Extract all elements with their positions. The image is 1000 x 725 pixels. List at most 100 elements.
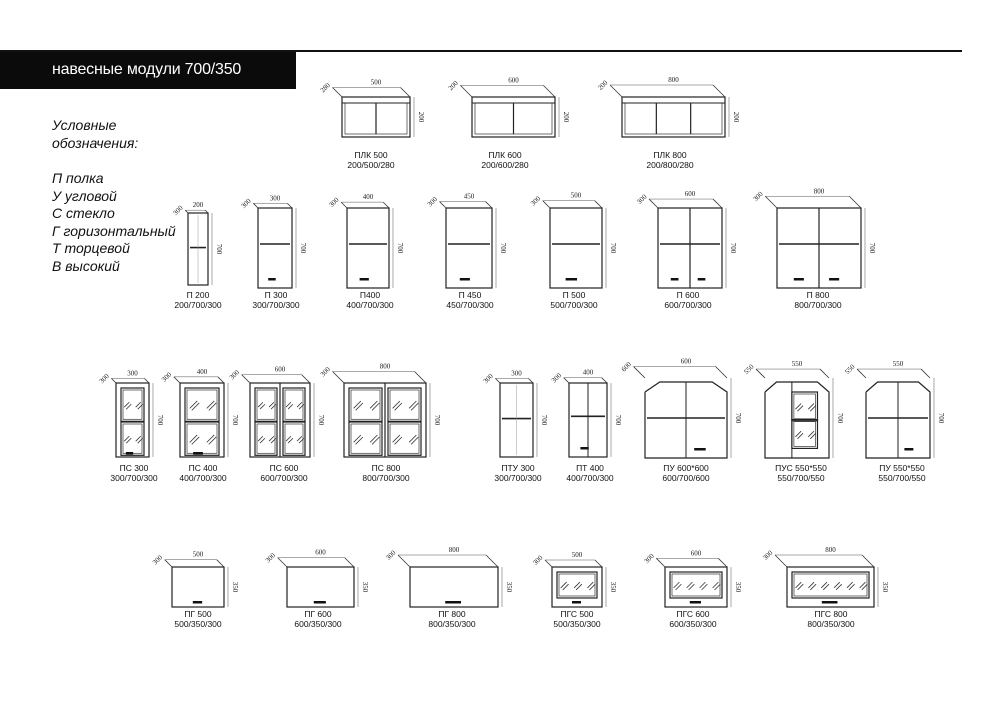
width-dimension: 200 <box>193 201 204 209</box>
height-dimension: 700 <box>836 413 844 424</box>
width-dimension: 300 <box>511 369 522 377</box>
carcass <box>179 382 225 458</box>
depth-dimension: 300 <box>240 197 253 210</box>
cabinet-size: 300/700/300 <box>494 473 542 483</box>
cabinet-code: ПЛК 500 <box>354 150 388 160</box>
depth-dimension: 300 <box>761 548 774 561</box>
handle <box>193 452 203 455</box>
carcass <box>551 566 603 608</box>
height-dimension: 700 <box>868 243 876 254</box>
carcass <box>341 96 411 138</box>
cabinet-code: ПС 600 <box>269 463 299 473</box>
cabinet-code: ПС 300 <box>119 463 149 473</box>
cabinet-size: 200/700/300 <box>174 300 222 310</box>
depth-dimension: 300 <box>635 192 648 205</box>
height-dimension: 350 <box>609 582 617 593</box>
depth-dimension: 280 <box>319 81 332 94</box>
depth-dimension: 300 <box>319 365 332 378</box>
handle <box>670 278 679 281</box>
width-dimension: 500 <box>371 78 382 86</box>
height-dimension: 700 <box>499 243 507 254</box>
height-dimension: 700 <box>540 415 548 426</box>
cabinet-size: 600/350/300 <box>294 619 342 629</box>
glass-pane <box>184 387 220 422</box>
glass-pane <box>254 387 278 422</box>
cabinet-size: 800/700/300 <box>362 473 410 483</box>
cabinet-size: 300/700/300 <box>252 300 300 310</box>
cabinet-code: П 300 <box>264 290 288 300</box>
cabinet-code: ПГС 600 <box>676 609 710 619</box>
cabinet-size: 600/700/300 <box>664 300 712 310</box>
glass-pane <box>348 421 383 456</box>
cabinet-size: 200/800/280 <box>646 160 694 170</box>
glass-pane <box>669 571 723 599</box>
height-dimension: 700 <box>215 244 223 255</box>
cabinet-size: 500/350/300 <box>174 619 222 629</box>
carcass <box>445 207 493 289</box>
cabinet-code: П 500 <box>562 290 586 300</box>
legend-item: Г горизонтальный <box>52 222 176 239</box>
carcass <box>115 382 150 458</box>
carcass <box>764 381 830 459</box>
cabinet-code: ПС 800 <box>371 463 401 473</box>
cabinet-size: 300/700/300 <box>110 473 158 483</box>
glass-pane <box>120 387 145 422</box>
carcass <box>409 566 499 608</box>
handle <box>689 601 701 604</box>
handle <box>459 278 470 281</box>
cabinet-code: ПЛК 800 <box>653 150 687 160</box>
width-dimension: 600 <box>275 366 286 374</box>
carcass <box>171 566 225 608</box>
glass-pane <box>120 421 145 456</box>
carcass <box>786 566 875 608</box>
cabinet-size: 400/700/300 <box>179 473 227 483</box>
cabinet-code: ПТУ 300 <box>501 463 535 473</box>
height-dimension: 700 <box>433 415 441 426</box>
depth-dimension: 300 <box>752 190 765 203</box>
depth-dimension: 550 <box>843 362 856 375</box>
width-dimension: 600 <box>685 190 696 198</box>
height-dimension: 200 <box>562 112 570 123</box>
width-dimension: 800 <box>668 76 679 84</box>
depth-dimension: 200 <box>447 79 460 92</box>
glass-pane <box>387 387 422 422</box>
height-dimension: 200 <box>417 112 425 123</box>
handle <box>580 447 589 450</box>
width-dimension: 600 <box>315 549 326 557</box>
cabinet-code: П 200 <box>186 290 210 300</box>
height-dimension: 350 <box>505 582 513 593</box>
handle <box>572 601 581 604</box>
glass-pane <box>184 421 220 456</box>
height-dimension: 700 <box>734 413 742 424</box>
cabinet-code: ПГС 500 <box>560 609 594 619</box>
height-dimension: 350 <box>361 582 369 593</box>
width-dimension: 600 <box>681 358 692 366</box>
cabinet-code: ПЛК 600 <box>488 150 522 160</box>
depth-dimension: 300 <box>529 194 542 207</box>
width-dimension: 550 <box>893 360 904 368</box>
width-dimension: 800 <box>814 187 825 195</box>
glass-pane <box>791 418 819 449</box>
cabinet-size: 450/700/300 <box>446 300 494 310</box>
carcass <box>286 566 355 608</box>
cabinet-size: 800/700/300 <box>794 300 842 310</box>
depth-dimension: 300 <box>643 552 656 565</box>
